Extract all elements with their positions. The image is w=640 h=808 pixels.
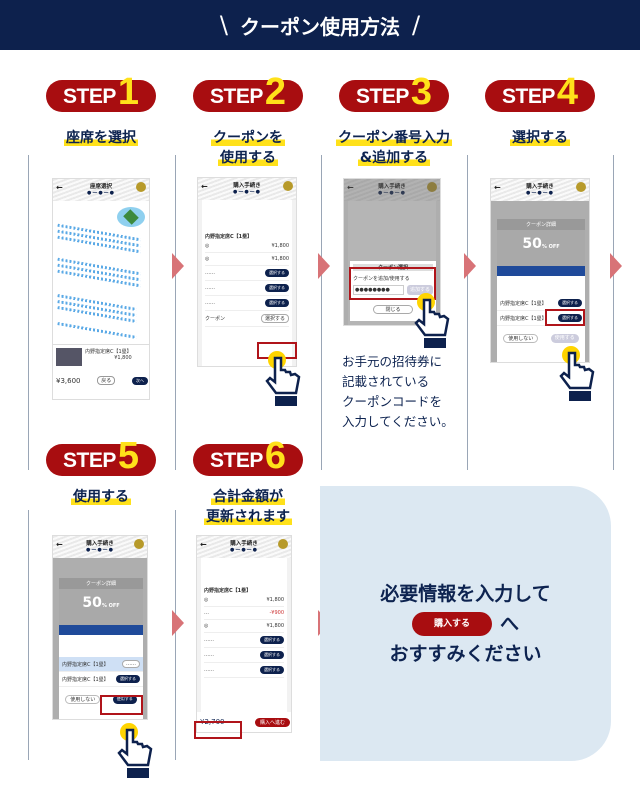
proceed-purchase-button[interactable]: 購入へ進む bbox=[254, 717, 290, 727]
discount-amount: -¥900 bbox=[269, 610, 284, 616]
final-line-3: おすすみください bbox=[389, 642, 542, 665]
seat-price: ¥1,800 bbox=[266, 597, 285, 603]
discount-value: 50 bbox=[82, 595, 102, 611]
divider bbox=[28, 510, 29, 760]
mascot-icon bbox=[136, 182, 146, 192]
coupon-label: クーポン bbox=[205, 316, 226, 322]
seat-name: 内野指定席C【1塁】 bbox=[62, 676, 109, 683]
pointing-hand-icon bbox=[117, 723, 153, 778]
divider bbox=[28, 155, 29, 470]
seat-name: 内野指定席C【1塁】 bbox=[204, 588, 252, 594]
step-3-note: お手元の招待券に記載されているクーポンコードを入力してください。 bbox=[342, 354, 454, 429]
select-button[interactable]: 選択する bbox=[558, 314, 582, 322]
stadium-map-icon bbox=[117, 207, 145, 227]
modal-title: クーポン詳細 bbox=[59, 578, 143, 589]
back-arrow-icon: ← bbox=[56, 183, 63, 192]
seat-name: 内野指定席C【1塁】 bbox=[62, 661, 109, 668]
screen-title: 購入手続き bbox=[86, 541, 114, 547]
header-slash-left: \ bbox=[219, 11, 228, 39]
discount-value: 50 bbox=[522, 236, 542, 252]
screen-title: 購入手続き bbox=[378, 184, 406, 190]
dont-use-button[interactable]: 使用しない bbox=[65, 695, 101, 704]
step-2-title: クーポンを使用する bbox=[211, 130, 285, 166]
screen-title: 座席選択 bbox=[89, 184, 112, 190]
step-4-title: 選択する bbox=[510, 130, 570, 146]
highlight-box bbox=[545, 309, 585, 326]
seat-name: 内野指定席C【1塁】 bbox=[500, 300, 547, 307]
select-button[interactable]: 選択する bbox=[260, 666, 284, 674]
highlight-box bbox=[194, 721, 242, 739]
step-6-screenshot: ←購入手続き●—●—● 内野指定席C【1塁】 ◎¥1,800 …-¥900 ◎¥… bbox=[196, 535, 292, 733]
add-coupon-button[interactable]: 追加する bbox=[406, 285, 433, 295]
chevron-right-icon bbox=[318, 253, 330, 279]
total-price: ¥3,600 bbox=[56, 376, 81, 385]
final-line-1: 必要情報を入力して bbox=[380, 582, 551, 605]
step-5-screenshot: ←購入手続き●—●—● クーポン詳細 50% OFF 内野指定席C【1塁】…… … bbox=[52, 535, 148, 720]
chevron-right-icon bbox=[172, 610, 184, 636]
dont-use-button[interactable]: 使用しない bbox=[503, 334, 539, 343]
page-title: クーポン使用方法 bbox=[240, 14, 400, 39]
step-1-title: 座席を選択 bbox=[64, 130, 138, 146]
chevron-right-icon bbox=[464, 253, 476, 279]
divider bbox=[321, 155, 322, 470]
page-header: \ クーポン使用方法 / bbox=[0, 0, 640, 50]
back-button[interactable]: 戻る bbox=[97, 376, 116, 385]
select-button[interactable]: 選択する bbox=[558, 299, 582, 307]
coupon-select-button[interactable]: 選択する bbox=[260, 314, 289, 323]
seat-price: ¥1,800 bbox=[271, 256, 290, 262]
step-3-title: クーポン番号入力&追加する bbox=[336, 130, 452, 166]
chevron-right-icon bbox=[172, 253, 184, 279]
step-6-title: 合計金額が更新されます bbox=[204, 489, 292, 525]
divider bbox=[175, 155, 176, 470]
seat-price: ¥1,800 bbox=[114, 355, 132, 361]
pointing-hand-icon bbox=[265, 351, 301, 406]
step-4-screenshot: ←購入手続き●—●—● クーポン詳細 50% OFF 内野指定席C【1塁】選択す… bbox=[490, 178, 590, 363]
discount-unit: % OFF bbox=[101, 603, 120, 609]
screen-title: 購入手続き bbox=[230, 541, 258, 547]
use-button[interactable]: 使用する bbox=[112, 695, 137, 704]
screen-title: 購入手続き bbox=[233, 183, 261, 189]
select-button[interactable]: 選択する bbox=[260, 651, 284, 659]
step-2-screenshot: ←購入手続き●—●—● 内野指定席C【1塁】 ◎¥1,800 ◎¥1,800 …… bbox=[197, 177, 297, 367]
select-button[interactable]: 選択する bbox=[265, 284, 289, 292]
pointing-hand-icon bbox=[414, 293, 450, 348]
close-button[interactable]: 閉じる bbox=[373, 305, 413, 314]
coupon-code-input[interactable]: ●●●●●●●● bbox=[353, 285, 404, 295]
coupon-input-label: クーポンを追加/使用する bbox=[353, 276, 410, 282]
use-button[interactable]: 使用する bbox=[550, 334, 579, 343]
divider bbox=[613, 155, 614, 470]
next-button[interactable]: 次へ bbox=[131, 376, 148, 385]
seat-name: 内野指定席C【1塁】 bbox=[500, 315, 547, 322]
purchase-button[interactable]: 購入する bbox=[411, 612, 492, 636]
seat-name: 内野指定席C【1塁】 bbox=[85, 349, 132, 355]
highlight-box bbox=[349, 267, 436, 300]
screen-title: 購入手続き bbox=[526, 184, 554, 190]
modal-title: クーポン詳細 bbox=[497, 219, 585, 230]
select-button[interactable]: 選択する bbox=[116, 675, 140, 683]
select-button[interactable]: 選択する bbox=[265, 299, 289, 307]
final-instruction-panel: 必要情報を入力して 購入するへ おすすみください bbox=[320, 486, 611, 761]
header-slash-right: / bbox=[412, 11, 421, 39]
discount-unit: % OFF bbox=[541, 244, 560, 250]
chevron-right-icon bbox=[610, 253, 622, 279]
seat-price: ¥1,800 bbox=[266, 623, 285, 629]
final-line-2: へ bbox=[500, 612, 520, 635]
select-button[interactable]: 選択する bbox=[260, 636, 284, 644]
seat-name: 内野指定席C【1塁】 bbox=[205, 234, 253, 240]
mascot-icon bbox=[283, 181, 293, 191]
divider bbox=[467, 155, 468, 470]
highlight-box bbox=[100, 695, 143, 715]
pointing-hand-icon bbox=[559, 346, 595, 401]
select-button[interactable]: 選択する bbox=[265, 269, 289, 277]
seat-price: ¥1,800 bbox=[271, 243, 290, 249]
step-5-title: 使用する bbox=[71, 489, 131, 505]
